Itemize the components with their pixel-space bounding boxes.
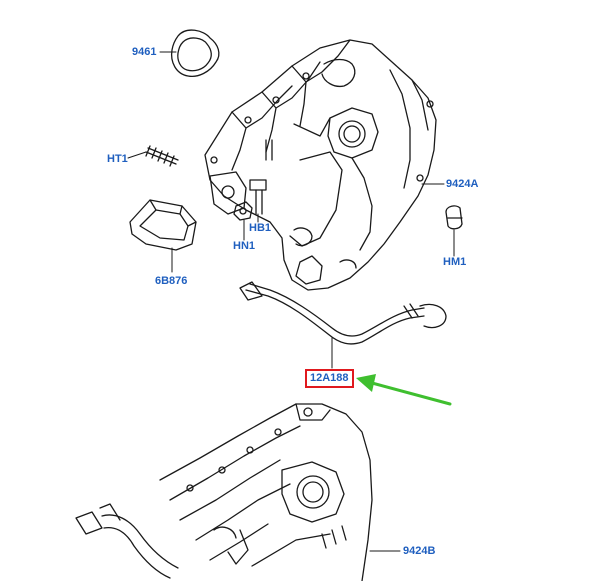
cover-6B876 [129,199,197,251]
label-9424B: 9424B [403,545,436,557]
nut-HN1 [233,201,253,221]
bolt-HB1 [249,179,267,215]
leader-lines [127,51,455,552]
hose-12A188 [239,281,447,345]
pointer-arrow [356,374,452,406]
label-9424A: 9424A [446,178,479,190]
label-HB1: HB1 [249,222,272,234]
stud-HT1 [145,145,179,167]
label-HN1: HN1 [233,240,256,252]
upper-manifold-9424A [204,39,437,291]
lower-left-hose [75,503,179,579]
label-HT1: HT1 [107,153,128,165]
label-HM1: HM1 [443,256,467,268]
gasket-9461 [170,29,220,78]
flange-bracket [209,171,247,215]
label-6B876: 6B876 [155,275,188,287]
lower-manifold-9424B [159,403,373,581]
cap-HM1 [445,205,463,230]
label-12A188-highlighted: 12A188 [305,369,354,388]
label-9461: 9461 [132,46,157,58]
